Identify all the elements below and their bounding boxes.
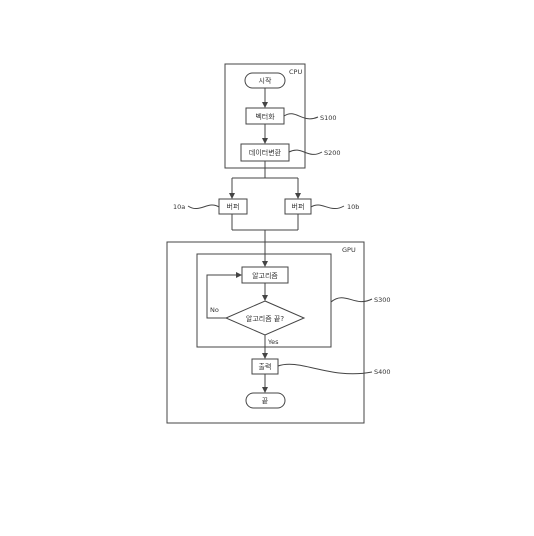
ref-s200: S200 xyxy=(324,149,341,157)
algorithm-end-label: 알고리즘 끝? xyxy=(246,314,284,323)
output-label: 출력 xyxy=(259,362,272,371)
leader-10b xyxy=(310,204,345,210)
arrow-no-loop xyxy=(206,272,242,319)
leader-s300 xyxy=(330,297,373,303)
leader-s400 xyxy=(277,363,373,375)
ref-s400: S400 xyxy=(374,368,391,376)
ref-10a: 10a xyxy=(173,203,185,211)
buffer-a-label: 버퍼 xyxy=(227,202,240,211)
buffer-b-label: 버퍼 xyxy=(292,202,305,211)
algorithm-label: 알고리즘 xyxy=(252,271,278,280)
leader-s100 xyxy=(283,113,319,120)
leader-s200 xyxy=(288,149,323,155)
ref-s100: S100 xyxy=(320,114,337,122)
vectorize-label: 벡터화 xyxy=(255,112,275,121)
ref-10b: 10b xyxy=(347,203,359,211)
yes-label: Yes xyxy=(267,338,279,346)
leader-10a xyxy=(187,204,220,210)
gpu-label: GPU xyxy=(342,246,356,254)
end-label: 끝 xyxy=(262,397,269,405)
start-label: 시작 xyxy=(259,76,272,85)
ref-s300: S300 xyxy=(374,296,391,304)
algorithm-loop-region xyxy=(196,253,332,348)
data-convert-label: 데이터변환 xyxy=(249,148,282,157)
gpu-region xyxy=(166,241,365,424)
end-terminal xyxy=(245,392,286,409)
no-label: No xyxy=(210,306,219,314)
cpu-label: CPU xyxy=(289,68,302,76)
